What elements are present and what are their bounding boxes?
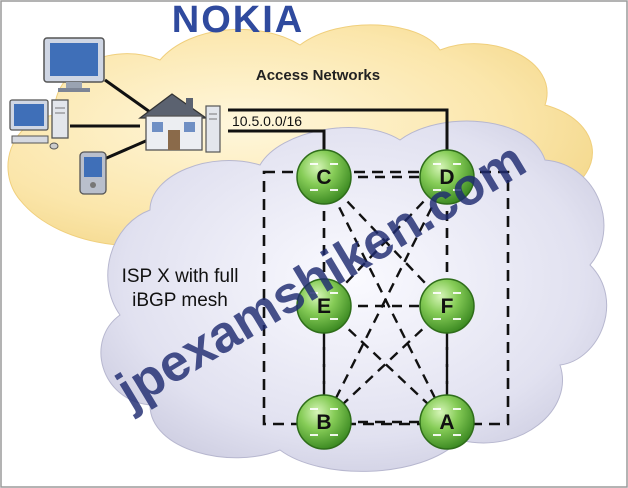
router-label: F (441, 295, 454, 318)
isp-cloud (100, 120, 608, 472)
router-f[interactable]: F (419, 278, 475, 334)
monitor-icon (43, 37, 105, 92)
monitor-link (104, 78, 151, 114)
router-label: D (439, 166, 454, 189)
router-e[interactable]: E (296, 278, 352, 334)
house-icon (138, 93, 221, 153)
router-b[interactable]: B (296, 394, 352, 450)
router-a[interactable]: A (419, 394, 475, 450)
router-arrows-icon (310, 408, 338, 436)
router-label: B (316, 411, 331, 434)
ibgp-session-e-a (323, 305, 448, 423)
router-arrows-icon (310, 163, 338, 191)
mesh-frame (262, 170, 510, 426)
router-label: C (316, 166, 331, 189)
subnet-label: 10.5.0.0/16 (232, 113, 302, 129)
uplink-to-c (228, 129, 326, 158)
access-networks-label: Access Networks (256, 67, 380, 84)
router-arrows-icon (433, 408, 461, 436)
uplinks (228, 108, 449, 158)
pda-icon (79, 151, 107, 195)
router-arrows-icon (433, 292, 461, 320)
isp-label-line2: iBGP mesh (132, 290, 228, 311)
router-d[interactable]: D (419, 149, 475, 205)
uplink-to-d (228, 108, 449, 158)
router-c[interactable]: C (296, 149, 352, 205)
router-arrows-icon (433, 163, 461, 191)
router-group: C D E F B A (296, 149, 475, 450)
ibgp-session-f-b (323, 305, 448, 423)
pda-link (101, 138, 149, 162)
device-links (70, 78, 151, 162)
router-label: E (317, 295, 331, 318)
router-arrows-icon (310, 292, 338, 320)
ibgp-session-d-b (322, 176, 449, 423)
isp-label-line1: ISP X with full (122, 266, 239, 287)
desktop-pc-icon (9, 99, 69, 150)
nokia-logo: NOKIA (172, 0, 304, 41)
ibgp-session-d-e (323, 176, 448, 307)
router-label: A (439, 411, 454, 434)
